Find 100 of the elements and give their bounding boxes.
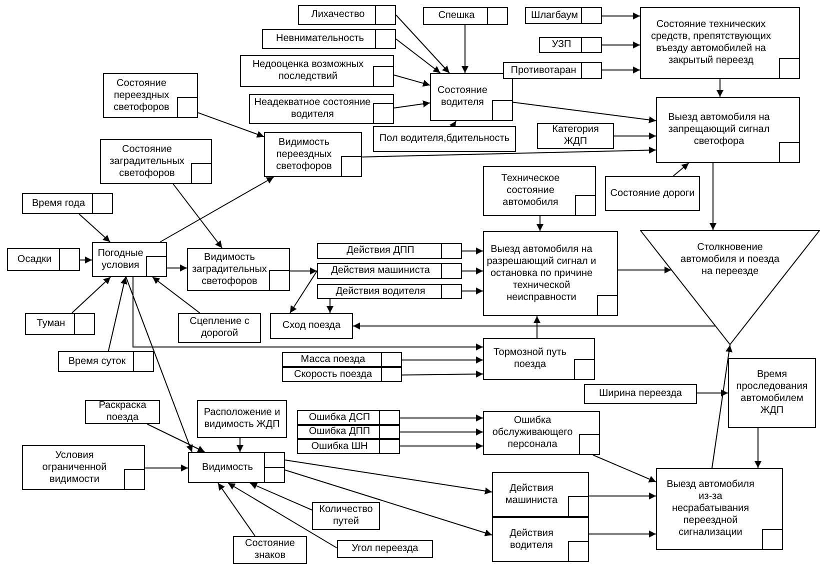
arrow — [396, 14, 450, 74]
factor-box — [492, 472, 589, 517]
factor-box — [492, 517, 589, 562]
arrow — [400, 428, 484, 436]
node-label: Действия машиниста — [504, 482, 559, 506]
factor-box — [58, 351, 154, 372]
arrow — [462, 248, 484, 254]
factor-box — [317, 263, 462, 279]
node-label: Туман — [36, 318, 66, 330]
factor-box — [656, 97, 800, 163]
factor-box — [297, 425, 400, 439]
node-label: Угол переезда — [352, 543, 418, 555]
arrow — [284, 470, 492, 536]
node-label: Количество путей — [318, 504, 374, 528]
node-label: Время суток — [68, 356, 126, 368]
factor-box — [85, 400, 160, 424]
factor-box — [640, 7, 800, 79]
arrow — [462, 24, 468, 74]
node-label: Сход поезда — [282, 320, 341, 332]
arrow — [402, 370, 484, 378]
factor-box — [537, 123, 614, 149]
arrow — [198, 112, 264, 138]
node-label: Категория ЖДП — [551, 124, 600, 148]
node-label: Ошибка обслуживающего персонала — [491, 415, 574, 451]
factor-box — [483, 166, 596, 216]
arrow — [754, 428, 762, 468]
arrow — [80, 256, 92, 264]
arrow — [396, 38, 441, 74]
factor-box — [249, 94, 394, 124]
factor-box — [297, 410, 400, 425]
arrow — [218, 482, 256, 536]
arrow — [536, 216, 544, 232]
arrow — [290, 268, 318, 274]
factor-box — [92, 242, 167, 277]
factor-box — [317, 284, 462, 299]
arrow — [172, 184, 223, 248]
factor-box — [103, 73, 198, 118]
factor-box — [430, 73, 513, 121]
node-label: Пол водителя,бдительность — [379, 133, 510, 145]
node-label: Состояние технических средств, препятствующих въезду автомобилей на закрытый переезд — [650, 19, 772, 67]
node-label: Действия ДПП — [346, 245, 414, 257]
node-label: Сцепление с дорогой — [188, 316, 250, 340]
node-label: Состояние водителя — [436, 85, 488, 109]
factor-box — [656, 468, 783, 550]
arrow — [512, 102, 656, 124]
arrow — [146, 424, 206, 452]
node-label: Скорость поезда — [294, 368, 372, 380]
arrow — [326, 298, 334, 314]
arrow — [400, 414, 484, 422]
factor-box — [233, 536, 307, 564]
arrow — [710, 162, 716, 230]
factor-box — [264, 132, 362, 177]
factor-box — [605, 176, 700, 211]
arrow — [228, 482, 338, 548]
factor-box — [539, 37, 602, 53]
factor-box — [240, 55, 394, 87]
arrow — [284, 460, 492, 494]
factor-box — [178, 313, 261, 343]
factor-box — [337, 540, 433, 558]
node-label: Погодные условия — [96, 248, 144, 272]
arrow — [462, 268, 484, 274]
node-label: Видимость — [202, 462, 253, 474]
node-label: Условия ограниченной видимости — [41, 450, 108, 486]
node-label: Выезд автомобиля на запрещающий сигнал светофора — [667, 112, 771, 148]
arrow — [716, 78, 724, 98]
factor-box — [423, 7, 508, 25]
factor-box — [7, 248, 80, 271]
arrow — [614, 132, 656, 140]
arrow — [394, 74, 430, 87]
factor-box — [584, 384, 697, 404]
arrow — [394, 100, 430, 108]
arrow — [250, 482, 312, 510]
node-label: Шлагбаум — [531, 10, 578, 22]
factor-box — [312, 502, 380, 530]
node-label: Невнимательность — [276, 33, 364, 45]
node-label: Спешка — [438, 10, 475, 22]
arrow — [712, 344, 732, 468]
arrow — [362, 146, 656, 158]
node-label: Действия водителя — [336, 286, 426, 298]
arrow — [400, 442, 484, 450]
factor-box — [22, 445, 145, 490]
arrow — [236, 438, 244, 452]
node-label: Состояние переездных светофоров — [112, 78, 170, 114]
arrow — [166, 264, 188, 272]
factor-box — [483, 338, 595, 380]
arrow — [152, 276, 200, 314]
factor-box — [282, 367, 402, 382]
factor-box — [317, 243, 462, 259]
node-label: Ширина переезда — [599, 388, 682, 400]
node-label: Недооценка возможных последствий — [251, 59, 365, 83]
arrow — [78, 214, 111, 242]
arrow — [352, 322, 716, 330]
node-label: Противотаран — [510, 64, 576, 76]
arrow — [108, 276, 128, 352]
arrow — [132, 276, 484, 350]
factor-box — [373, 126, 516, 152]
arrow — [160, 176, 274, 242]
factor-box — [483, 411, 600, 455]
arrow — [618, 266, 672, 274]
factor-box — [187, 248, 290, 291]
